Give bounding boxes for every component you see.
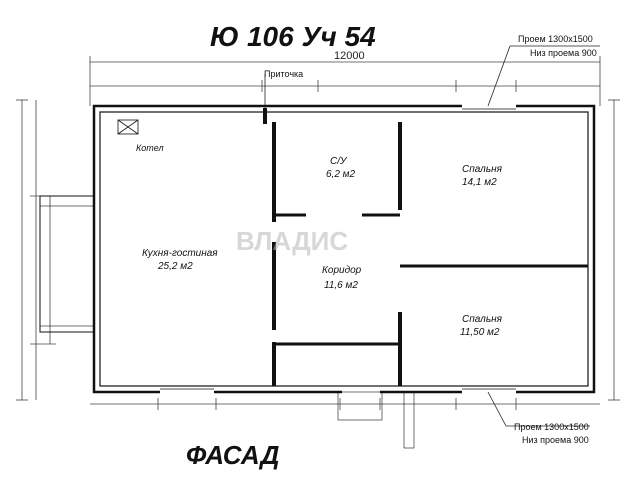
note-leaders	[264, 45, 600, 427]
boiler-note: Котел	[136, 143, 164, 153]
vent-note: Приточка	[264, 69, 303, 79]
window-top-note-2: Низ проема 900	[530, 48, 597, 58]
room-area-kitchen: 25,2 м2	[157, 261, 193, 272]
dim-overall: 12000	[334, 50, 365, 62]
room-area-corridor: 11,6 м2	[324, 280, 358, 291]
window-bottom-note-2: Низ проема 900	[522, 435, 589, 445]
dimension-lines	[16, 56, 620, 410]
walls	[39, 104, 596, 449]
plan-title: Ю 106 Уч 54	[210, 21, 376, 52]
room-area-bath: 6,2 м2	[326, 169, 356, 180]
room-name-bedroom-1: Спальня	[462, 164, 503, 175]
room-name-bedroom-2: Спальня	[462, 314, 503, 325]
watermark: ВЛАДИС	[236, 226, 348, 256]
room-name-corridor: Коридор	[322, 265, 362, 276]
window-bottom-note-1: Проем 1300х1500	[514, 422, 589, 432]
facade-label: ФАСАД	[186, 440, 280, 470]
room-area-bedroom-2: 11,50 м2	[460, 327, 500, 338]
room-area-bedroom-1: 14,1 м2	[462, 177, 497, 188]
window-top-note-1: Проем 1300х1500	[518, 34, 593, 44]
room-name-kitchen: Кухня-гостиная	[142, 248, 218, 259]
dimension-labels: 12000	[334, 50, 365, 62]
room-name-bath: С/У	[330, 156, 348, 167]
